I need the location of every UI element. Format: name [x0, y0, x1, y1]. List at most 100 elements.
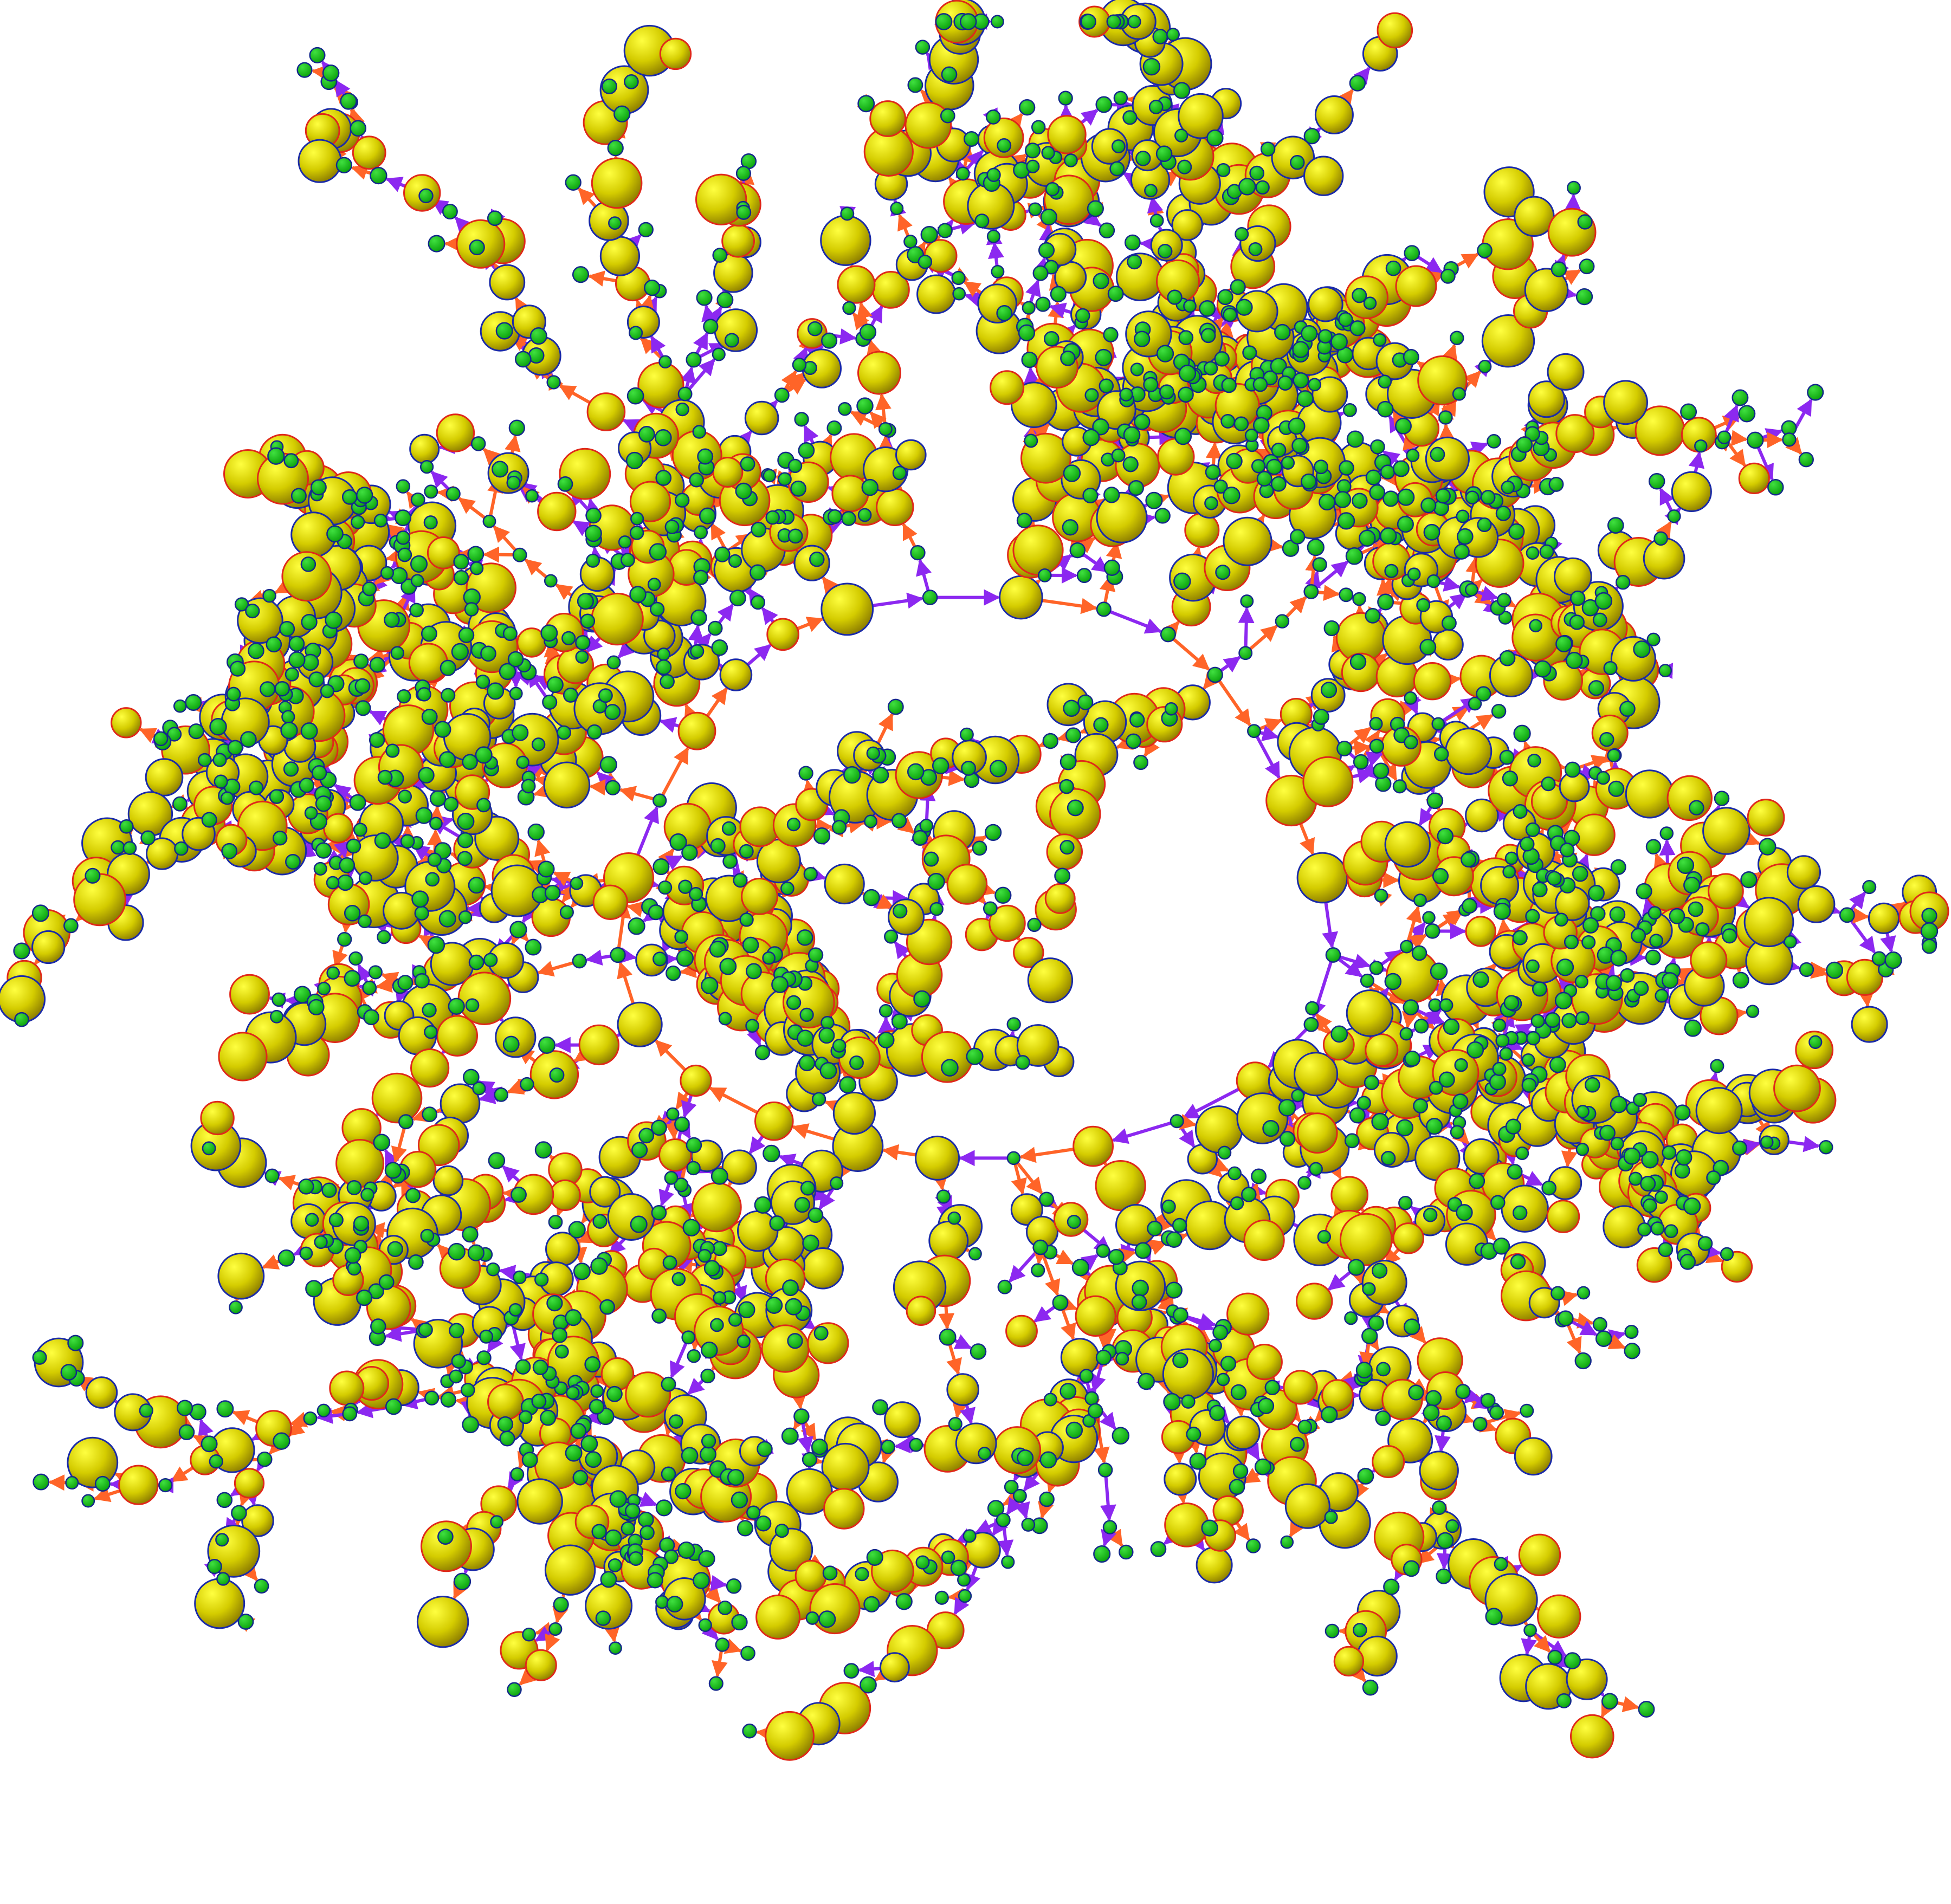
large-yellow-node [489, 264, 526, 301]
small-green-node [538, 860, 555, 878]
small-green-node [1425, 1390, 1442, 1407]
purple-arrow-edge [1410, 1206, 1429, 1223]
small-green-node [1262, 1119, 1280, 1137]
small-green-node [1209, 1404, 1226, 1421]
small-green-node [220, 791, 234, 805]
orange-arrow-edge [869, 411, 887, 429]
purple-arrow-edge [574, 630, 590, 648]
small-green-node [449, 1369, 463, 1384]
small-green-node [807, 1207, 824, 1223]
small-green-node [1344, 1311, 1358, 1325]
small-green-node [346, 1180, 362, 1195]
large-yellow-node [1296, 1112, 1338, 1154]
small-green-node [201, 1435, 218, 1453]
orange-arrow-edge [1042, 598, 1098, 614]
small-green-node [1513, 724, 1531, 742]
small-green-node [339, 857, 356, 873]
small-green-node [476, 1350, 492, 1365]
small-green-node [729, 590, 746, 607]
orange-arrow-edge [875, 393, 891, 423]
small-green-node [1480, 1393, 1496, 1408]
small-green-node [647, 578, 661, 591]
small-green-node [502, 1035, 520, 1053]
large-yellow-node [410, 1048, 450, 1088]
orange-arrow-edge [1437, 404, 1454, 421]
large-yellow-node [1603, 380, 1649, 425]
small-green-node [313, 862, 327, 876]
large-yellow-node [837, 265, 876, 304]
small-green-node [308, 999, 325, 1015]
orange-arrow-edge [1045, 1475, 1062, 1493]
purple-arrow-edge [1058, 325, 1076, 342]
small-green-node [410, 492, 425, 507]
small-green-node [534, 1141, 552, 1159]
small-green-node [818, 1610, 836, 1628]
small-green-node [532, 1359, 548, 1376]
small-green-node [1355, 1362, 1373, 1379]
purple-arrow-edge [1139, 236, 1157, 252]
small-green-node [662, 1255, 677, 1270]
small-green-node [1436, 1415, 1452, 1432]
small-green-node [373, 514, 388, 528]
small-green-node [438, 910, 456, 928]
large-yellow-node [416, 1596, 469, 1648]
small-green-node [687, 1349, 701, 1363]
orange-arrow-edge [619, 786, 654, 802]
large-yellow-node [1157, 438, 1195, 476]
small-green-node [737, 1520, 754, 1537]
small-green-node [737, 1334, 751, 1349]
orange-arrow-edge [1211, 1157, 1230, 1172]
small-green-node [422, 1106, 438, 1122]
large-yellow-node [1296, 852, 1348, 904]
small-green-node [1212, 1324, 1229, 1340]
orange-arrow-edge [634, 299, 650, 318]
small-green-node [320, 684, 334, 698]
small-green-node [1662, 972, 1678, 989]
small-green-node [572, 1469, 589, 1486]
small-green-node [580, 613, 596, 629]
small-green-node [410, 574, 424, 588]
small-green-node [1396, 1119, 1414, 1137]
large-yellow-node [85, 1376, 118, 1409]
small-green-node [922, 590, 938, 605]
large-yellow-node [229, 974, 270, 1015]
node-layer [0, 0, 1949, 1761]
small-green-node [604, 1529, 622, 1547]
small-green-node [215, 1533, 229, 1547]
small-green-node [298, 1178, 314, 1195]
small-green-node [1161, 1199, 1176, 1214]
small-green-node [787, 528, 803, 544]
orange-arrow-edge [1742, 830, 1761, 846]
small-green-node [1039, 1451, 1057, 1469]
large-yellow-node [1666, 775, 1713, 821]
purple-arrow-edge [502, 1165, 520, 1183]
small-green-node [590, 1257, 608, 1275]
orange-arrow-edge [1442, 344, 1458, 362]
purple-arrow-edge [1080, 108, 1099, 126]
purple-arrow-edge [585, 635, 603, 653]
orange-arrow-edge [1299, 823, 1315, 856]
orange-arrow-edge [802, 779, 818, 797]
small-green-node [264, 1168, 280, 1183]
small-green-node [472, 1081, 486, 1096]
large-yellow-node [217, 1252, 265, 1300]
small-green-node [1521, 1053, 1535, 1067]
small-green-node [826, 420, 842, 436]
purple-arrow-edge [1014, 1501, 1030, 1519]
small-green-node [605, 780, 621, 795]
small-green-node [285, 854, 301, 870]
small-green-node [666, 1107, 680, 1121]
small-green-node [1413, 893, 1427, 908]
orange-arrow-edge [482, 546, 514, 563]
small-green-node [377, 930, 391, 944]
small-green-node [855, 1566, 869, 1582]
small-green-node [353, 823, 367, 837]
orange-arrow-edge [1617, 1696, 1640, 1713]
small-green-node [655, 1499, 673, 1517]
small-green-node [396, 479, 411, 494]
purple-arrow-edge [1560, 284, 1578, 301]
small-green-node [427, 936, 445, 954]
small-green-node [787, 1333, 803, 1349]
small-green-node [321, 1182, 337, 1198]
small-green-node [711, 639, 728, 656]
